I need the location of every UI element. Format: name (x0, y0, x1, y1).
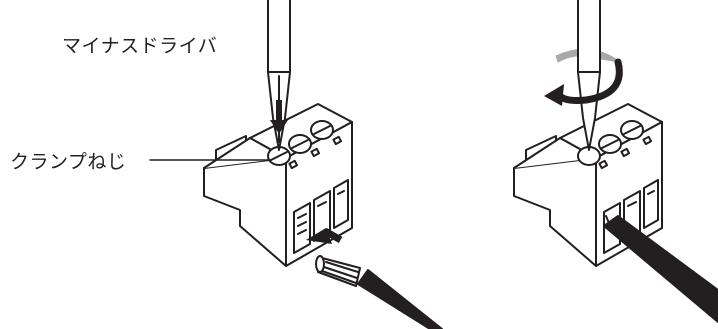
wire-left (316, 256, 442, 329)
wire-right (604, 216, 718, 322)
right-figure (514, 0, 718, 322)
wire-opening-1 (294, 203, 310, 253)
clamp-screw-label: クランプねじ (10, 147, 126, 174)
wire-opening-3 (334, 180, 348, 228)
screwdriver-label: マイナスドライバ (62, 31, 217, 58)
